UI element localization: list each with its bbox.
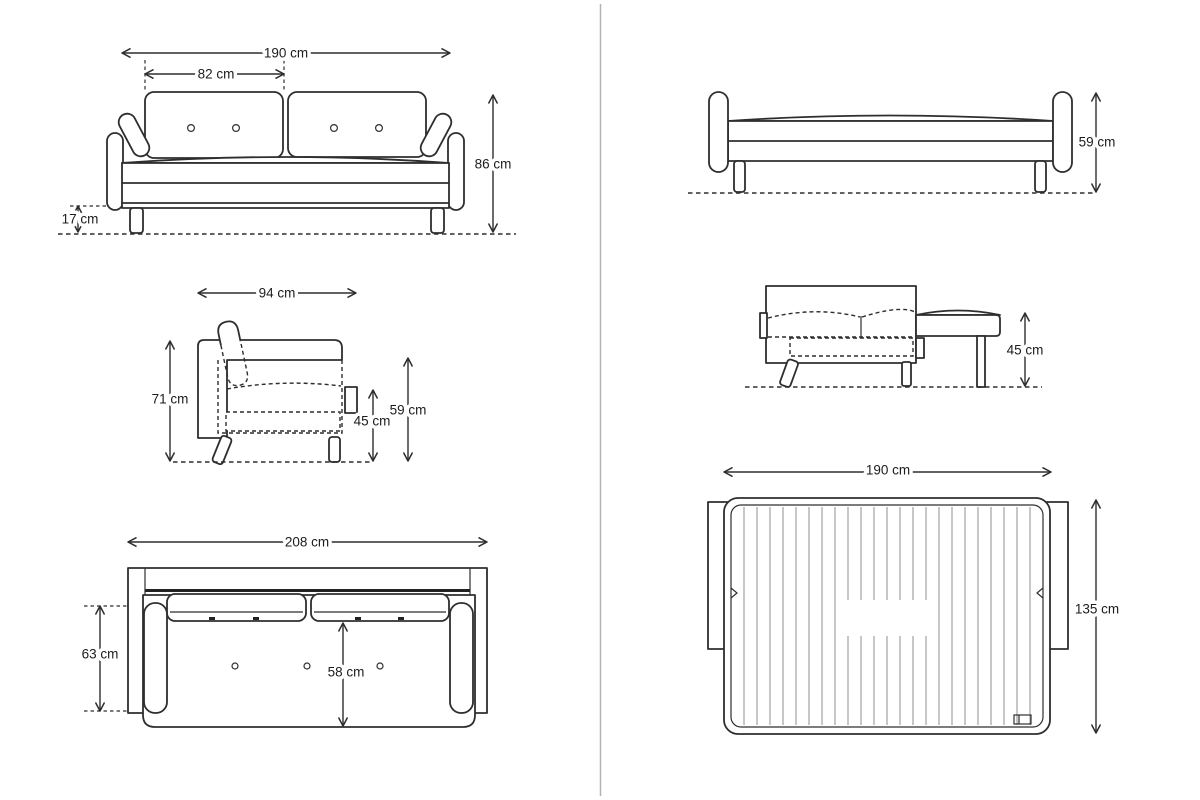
arm-pillow-side [217,320,249,387]
seat-cushion-right [310,593,450,622]
hidden-base-box [225,411,341,432]
dim-label-arm-height: 59 cm [390,403,427,418]
backrest-profile [197,339,343,439]
dim-back-height: 71 cm [148,340,192,462]
dim-label-cushion-width: 82 cm [198,67,235,82]
dim-label-total-width: 208 cm [285,535,329,550]
left-bracket [759,312,768,339]
armrest-post-right [447,132,465,211]
armrest-post-left [106,132,124,211]
dim-label-seat-width-inner: 58 cm [328,665,365,680]
dim-bed-height: 45 cm [1003,312,1047,387]
leg-rear [901,361,912,387]
dim-total-depth: 94 cm [197,282,357,304]
dim-seat-width-inner: 58 cm [324,622,368,727]
sofa-top-view: 208 cm 63 cm 58 cm [78,531,488,728]
arm-pillow-left [117,112,151,158]
dim-bed-length: 190 cm [723,459,1052,481]
folded-top-curve [727,114,1054,122]
dim-label-total-width: 190 cm [264,46,308,61]
dim-arm-height: 59 cm [386,357,430,462]
dim-label-bed-width: 135 cm [1075,602,1119,617]
back-cushion-left [144,91,284,159]
seat-cushion-left [166,593,307,622]
dim-label-leg-clearance: 17 cm [62,212,99,227]
dim-label-total-height: 86 cm [475,157,512,172]
backrest-top-edge [145,589,470,592]
fold-mechanism [344,386,358,414]
hidden-body-outline [217,360,343,434]
dim-folded-height: 59 cm [1075,92,1119,193]
dim-seat-depth: 63 cm [78,605,122,712]
dim-label-bed-length: 190 cm [866,463,910,478]
mattress-stripes-split [847,507,927,725]
leg-right [430,207,445,234]
dim-label-folded-height: 59 cm [1079,135,1116,150]
deck-bracket [915,337,925,359]
platform-buttons [231,662,384,670]
dim-label-bed-height: 45 cm [1007,343,1044,358]
cushion-clips [209,617,404,620]
dim-bed-width: 135 cm [1071,499,1123,734]
seat-edge-curve [121,156,450,164]
armrest-post-left [708,91,729,173]
dim-label-seat-height: 45 cm [354,414,391,429]
dim-label-total-depth: 94 cm [259,286,296,301]
dim-total-width: 208 cm [127,531,488,553]
leg-left [129,207,144,234]
hidden-base-box [789,337,914,357]
extension-lines [84,605,132,712]
dim-seat-height: 45 cm [350,389,394,462]
dim-total-height: 86 cm [471,94,515,233]
armrest-left [143,602,168,714]
mattress-outer [723,497,1051,735]
cushion-buttons [187,123,384,132]
leg-front-angled [779,358,799,388]
back-cushion-right [287,91,427,158]
arm-pillow-right [419,112,453,158]
bed-top-view: 190 cm 135 cm [707,459,1123,735]
dim-total-width: 190 cm [121,42,451,64]
dim-label-back-height: 71 cm [152,392,189,407]
bed-side-view: 45 cm [745,285,1047,388]
base-seam-lines [121,182,450,204]
mattress-stripes [743,507,1031,725]
leg-rear [328,436,341,463]
sofa-base [121,162,450,209]
leg-left [733,160,746,193]
sofa-folded-back-view: 59 cm [688,91,1119,194]
deck-leg [976,335,986,388]
armrest-right [449,602,474,714]
armrest-post-right [1052,91,1073,173]
leg-front-angled [211,434,233,466]
sofa-front-view: 190 cm 82 cm 86 cm 17 cm [58,42,516,235]
dim-leg-clearance: 17 cm [58,205,102,233]
seat-platform [142,594,476,728]
mattress-edge-notches [730,587,1044,599]
dim-cushion-width: 82 cm [144,63,285,85]
hidden-seat-curve [226,382,342,390]
mattress-tag [1013,714,1032,725]
mattress-inner [730,504,1044,728]
hidden-mattress-curves [767,308,916,319]
sofa-side-view: 94 cm 71 cm 45 cm 59 cm [148,282,430,466]
dim-label-seat-depth: 63 cm [82,647,119,662]
leg-right [1034,160,1047,193]
deck-slab [915,314,1001,337]
